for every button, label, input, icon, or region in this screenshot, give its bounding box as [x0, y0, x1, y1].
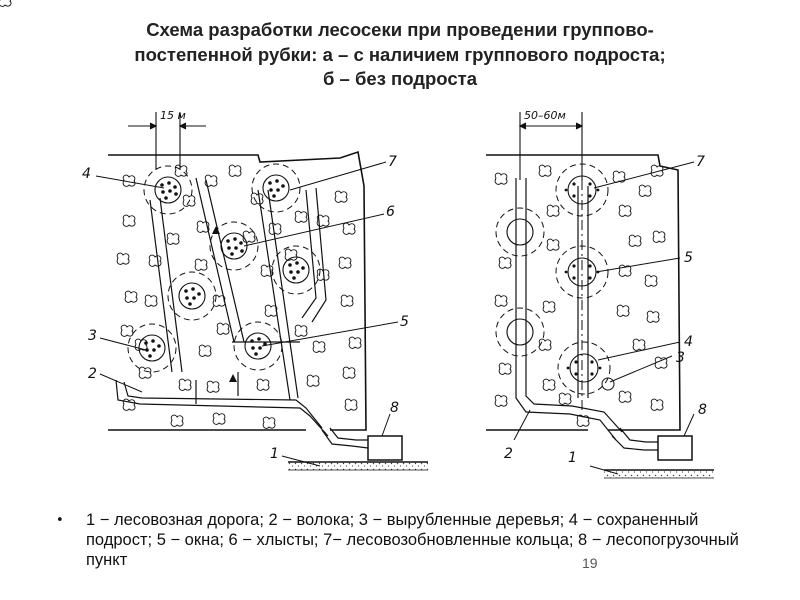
group-7: [251, 163, 301, 213]
title-line-1: Схема разработки лесосеки при проведении…: [146, 19, 654, 40]
figure-a-road: [288, 462, 428, 470]
figure-a-landing: [288, 427, 428, 471]
figure-b: 50–60м: [486, 109, 714, 479]
figure-a: 15 м: [0, 0, 428, 471]
page-number: 19: [582, 555, 598, 571]
figure-b-callout-4: 4: [684, 334, 693, 350]
figure-b-dimension-label: 50–60м: [524, 109, 566, 122]
figure-b-callout-3: 3: [676, 350, 685, 366]
figure-b-skid-trail: [515, 178, 623, 441]
slide-title: Схема разработки лесосеки при проведении…: [40, 18, 760, 92]
figure-a-cutting-block: [108, 150, 367, 431]
figure-a-callout-1: 1: [270, 446, 279, 462]
figure-a-trees: [0, 0, 362, 429]
group-mid-left: [167, 271, 217, 321]
figure-b-cutting-block: [486, 154, 681, 431]
group-6: [209, 221, 259, 271]
figure-a-dimension: [128, 112, 206, 170]
group-mid-right: [271, 245, 321, 295]
group-4b: [557, 341, 611, 395]
group-5b: [555, 245, 609, 299]
figure-b-loading-point: [657, 435, 693, 461]
figure-a-callout-3: 3: [88, 328, 97, 344]
figure-a-loading-point: [367, 435, 403, 461]
figure-a-callout-2: 2: [88, 366, 97, 382]
figure-b-callout-7: 7: [696, 154, 705, 170]
figure-a-callout-5: 5: [400, 314, 409, 330]
title-line-2: постепенной рубки: а – с наличием группо…: [134, 43, 666, 65]
figure-a-skid-trails: [115, 177, 329, 437]
group-4: [143, 165, 193, 215]
figure-b-windows: [495, 207, 545, 357]
figure-b-felled-tree: [601, 377, 615, 391]
figure-b-landing: [604, 427, 714, 479]
figure-b-road: [604, 470, 714, 478]
group-5: [233, 321, 283, 371]
figure-a-callout-8: 8: [390, 400, 399, 416]
caption-bullet: •: [56, 513, 64, 528]
figure-b-leaders: [513, 161, 695, 475]
figure-a-regeneration-groups: [127, 163, 321, 373]
figure-a-leaders: [95, 161, 399, 467]
figure-a-callout-7: 7: [388, 154, 397, 170]
figure-b-regeneration-groups: [555, 163, 615, 395]
figure-b-dimension: [518, 112, 584, 180]
figure-b-callout-8: 8: [698, 402, 707, 418]
figure-a-dimension-label: 15 м: [160, 109, 186, 122]
figure-a-callout-6: 6: [386, 204, 395, 220]
figure-b-callout-1: 1: [568, 450, 577, 466]
figure-b-callout-2: 2: [504, 446, 513, 462]
figure-a-callout-4: 4: [82, 166, 91, 182]
figure-b-callout-5: 5: [684, 250, 693, 266]
group-7b: [555, 163, 609, 217]
legend-caption: 1 − лесовозная дорога; 2 − волока; 3 − в…: [86, 511, 739, 569]
title-line-3: б – без подроста: [322, 68, 478, 89]
